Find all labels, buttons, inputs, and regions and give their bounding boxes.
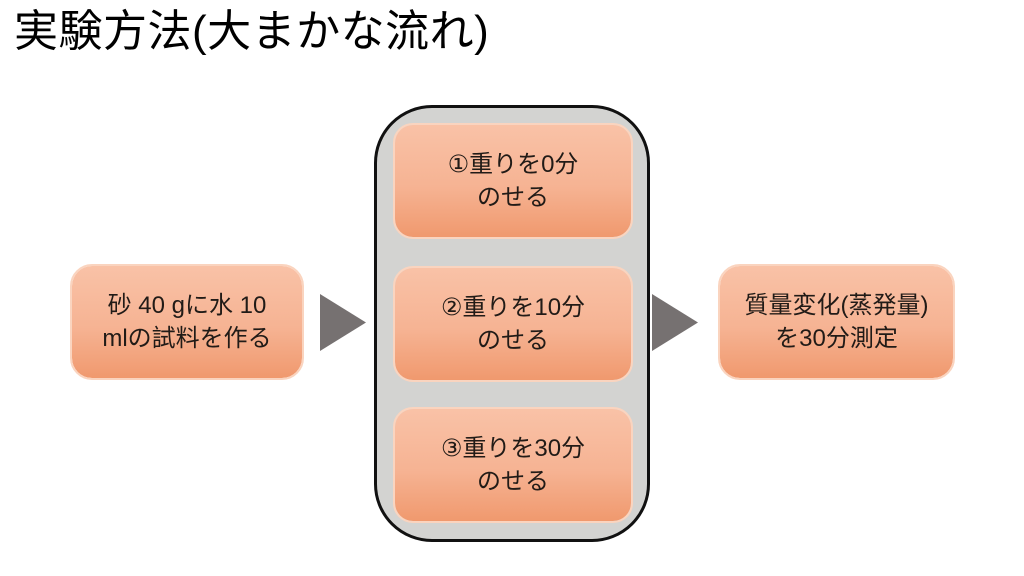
step-2-line-2: のせる — [477, 327, 549, 354]
input-box-line-1: 砂 40 gに水 10 — [107, 292, 267, 319]
step-3-line-2: のせる — [477, 468, 549, 495]
step-2-line-1: ②重りを10分 — [440, 294, 586, 321]
input-box: 砂 40 gに水 10 mlの試料を作る — [70, 264, 304, 380]
step-box-3: ③重りを30分 のせる — [393, 407, 633, 523]
step-box-1: ①重りを0分 のせる — [393, 123, 633, 239]
output-box-line-2: を30分測定 — [775, 325, 898, 352]
step-1-line-1: ①重りを0分 — [447, 151, 579, 178]
output-box-line-1: 質量変化(蒸発量) — [744, 292, 929, 319]
output-box: 質量変化(蒸発量) を30分測定 — [718, 264, 955, 380]
arrow-right-icon — [320, 294, 366, 351]
arrow-right-icon — [652, 294, 698, 351]
step-3-line-1: ③重りを30分 — [440, 435, 586, 462]
slide-title: 実験方法(大まかな流れ) — [14, 7, 490, 56]
step-box-2: ②重りを10分 のせる — [393, 266, 633, 382]
input-box-line-2: mlの試料を作る — [102, 325, 272, 352]
step-1-line-2: のせる — [477, 184, 549, 211]
